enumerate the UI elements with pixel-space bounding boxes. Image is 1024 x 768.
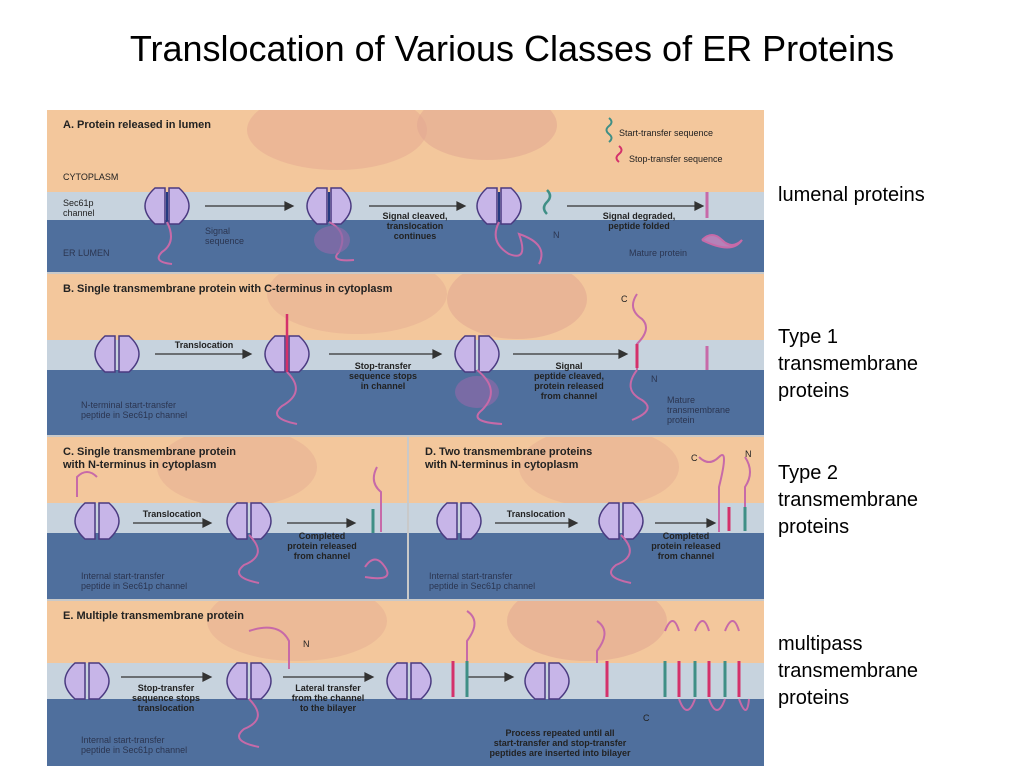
panel-d-illustration [409,437,764,599]
panel-e: E. Multiple transmembrane protein Stop-t… [47,601,764,766]
panel-d-note: Internal start-transfer peptide in Sec61… [429,571,536,591]
panel-e-illustration [47,601,764,766]
panel-c-step-1: Translocation [142,509,202,519]
panel-c: C. Single transmembrane protein with N-t… [47,437,407,599]
panel-a-n-terminus: N [553,230,560,240]
panel-c-label: C. Single transmembrane protein with N-t… [63,446,236,471]
er-lumen-label: ER LUMEN [63,248,110,258]
cytoplasm-label: CYTOPLASM [63,172,119,182]
panel-b-step-3: Signal peptide cleaved, protein released… [533,361,605,401]
panel-a-step-1: Signal cleaved, translocation continues [382,211,448,241]
panel-e-c-terminus: C [643,713,650,723]
side-label-type1: Type 1 transmembrane proteins [778,326,919,402]
panel-b-step-1: Translocation [174,340,234,350]
panel-e-process: Process repeated until all start-transfe… [489,728,631,758]
panel-a-label: A. Protein released in lumen [63,119,211,131]
panel-b-note: N-terminal start-transfer peptide in Sec… [81,400,188,420]
panel-d-label: D. Two transmembrane proteins with N-ter… [425,446,593,471]
panel-b-illustration [47,274,764,435]
panel-a-step-2: Signal degraded, peptide folded [602,211,676,231]
panel-e-n-terminus: N [303,639,310,649]
panel-d-step-2: Completed protein released from channel [651,531,721,561]
panel-b-c-terminus: C [621,294,628,304]
er-protein-figure: A. Protein released in lumen CYTOPLASM S… [47,110,764,766]
panel-e-note: Internal start-transfer peptide in Sec61… [81,735,188,755]
panel-c-step-2: Completed protein released from channel [287,531,357,561]
panel-c-illustration [47,437,407,599]
legend-start-transfer: Start-transfer sequence [619,128,714,138]
legend-stop-transfer: Stop-transfer sequence [629,154,723,164]
slide-title: Translocation of Various Classes of ER P… [129,28,895,69]
panel-a-illustration [47,110,764,272]
panel-d-step-1: Translocation [506,509,566,519]
mature-protein-label: Mature protein [629,248,688,258]
side-label-type2: Type 2 transmembrane proteins [778,462,919,538]
panel-c-note: Internal start-transfer peptide in Sec61… [81,571,188,591]
signal-sequence-label: Signal sequence [205,226,245,246]
panel-d: D. Two transmembrane proteins with N-ter… [409,437,764,599]
panel-a: A. Protein released in lumen CYTOPLASM S… [47,110,764,272]
panel-e-step-2: Lateral transfer from the channel to the… [291,683,365,713]
panel-e-label: E. Multiple transmembrane protein [63,610,244,622]
panel-b-n-terminus: N [651,374,658,384]
side-label-multipass: multipass transmembrane proteins [778,633,919,709]
panel-b: B. Single transmembrane protein with C-t… [47,274,764,435]
panel-d-c-terminus: C [691,453,698,463]
panel-b-mature-label: Mature transmembrane protein [667,395,731,425]
panel-e-step-1: Stop-transfer sequence stops translocati… [131,683,201,713]
panel-d-n-terminus: N [745,449,752,459]
panel-b-label: B. Single transmembrane protein with C-t… [63,283,393,295]
channel-label: Sec61p channel [63,198,95,218]
panel-b-step-2: Stop-transfer sequence stops in channel [348,361,418,391]
side-label-lumenal: lumenal proteins [778,184,925,206]
